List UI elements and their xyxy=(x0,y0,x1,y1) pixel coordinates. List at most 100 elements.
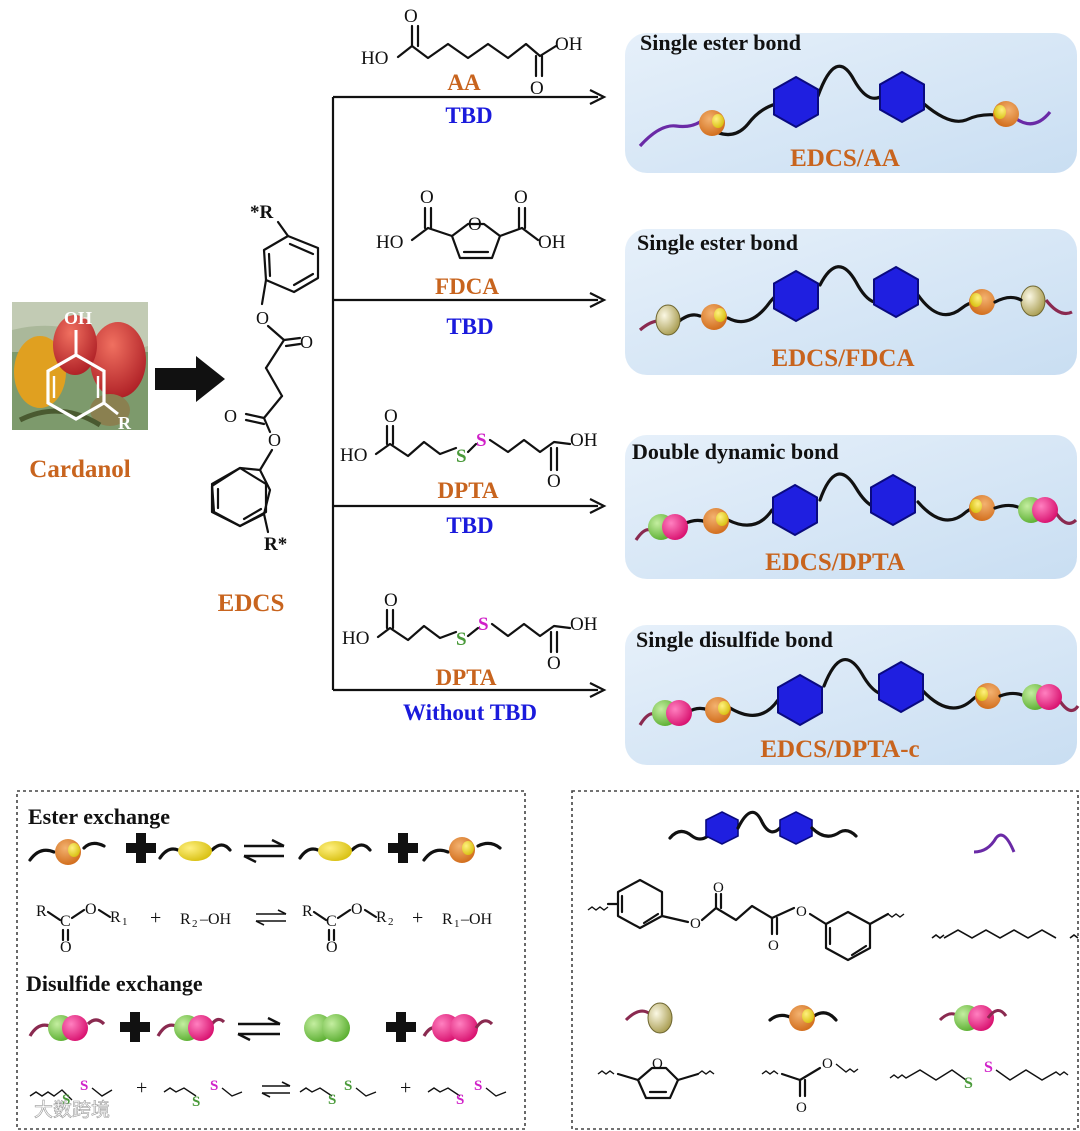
panel-edcs-aa: Single ester bond EDCS/AA xyxy=(625,30,1077,173)
disulfide-exchange-beads xyxy=(28,1012,494,1042)
ester-exchange-title: Ester exchange xyxy=(28,804,170,829)
eq-plus: + xyxy=(150,907,161,929)
key-alkyl-chain xyxy=(931,929,1079,939)
eq-s-magenta: S xyxy=(80,1078,88,1094)
dpta1-ho: HO xyxy=(340,445,367,466)
fdca-ho: HO xyxy=(376,232,403,253)
eq-sub1: 1 xyxy=(122,916,128,928)
edcs-o3: O xyxy=(224,406,237,426)
panel-edcs-dpta-c: Single disulfide bond EDCS/DPTA-c xyxy=(625,625,1080,765)
dpta2-ho: HO xyxy=(342,628,369,649)
eq-r: R xyxy=(302,903,313,920)
key-purple-chain xyxy=(973,833,1016,854)
panel-name: EDCS/DPTA xyxy=(765,549,905,576)
eq-sub2: 2 xyxy=(192,918,198,930)
aa-o-top: O xyxy=(404,6,418,27)
dpta-structure-2: HO O S S O OH xyxy=(342,590,598,674)
without-tbd-label: Without TBD xyxy=(403,700,537,725)
eq-s-green: S xyxy=(328,1092,336,1108)
eq-r1: R xyxy=(110,909,121,926)
fdca-o-left: O xyxy=(420,187,434,208)
eq-s-green: S xyxy=(62,1092,70,1108)
panel-title: Single ester bond xyxy=(640,30,801,55)
eq-s-green: S xyxy=(192,1094,200,1110)
key-s-magenta: S xyxy=(984,1059,993,1076)
edcs-o4: O xyxy=(268,430,281,450)
tbd-label-3: TBD xyxy=(446,513,493,538)
eq-c: C xyxy=(60,913,71,930)
dpta2-o-right: O xyxy=(547,653,561,674)
eq-r2: R xyxy=(180,911,191,928)
panel-title: Single ester bond xyxy=(637,230,798,255)
legend-exchange-box: Ester exchange R C O R xyxy=(16,790,526,1130)
panel-title: Double dynamic bond xyxy=(632,439,839,464)
cardanol-label: Cardanol xyxy=(29,456,130,483)
legend-key-box: O O O O xyxy=(571,790,1079,1130)
aa-o-bottom: O xyxy=(530,78,544,99)
key-furan-structure: O xyxy=(597,1056,715,1100)
edcs-o1: O xyxy=(256,308,269,328)
key-ester-structure: O O xyxy=(761,1056,859,1116)
eq-o2: O xyxy=(60,939,72,956)
key-ester-bead xyxy=(768,1005,838,1031)
key-o: O xyxy=(768,938,779,954)
eq-r1oh-sub: 1 xyxy=(454,918,460,930)
dpta1-oh: OH xyxy=(570,430,598,451)
panel-edcs-fdca: Single ester bond EDCS/FDCA xyxy=(625,229,1077,375)
eq-c: C xyxy=(326,913,337,930)
dpta1-s2: S xyxy=(476,430,487,451)
disulfide-reaction-equation: S S + S S S S + S S xyxy=(29,1077,507,1110)
key-edcs-chain xyxy=(668,810,858,845)
eq-plus: + xyxy=(400,1077,411,1099)
dpta-label-1: DPTA xyxy=(438,478,499,503)
tbd-label-1: TBD xyxy=(445,103,492,128)
tbd-label-2: TBD xyxy=(446,314,493,339)
panel-name: EDCS/DPTA-c xyxy=(760,736,919,763)
key-disulfide-structure: S S xyxy=(889,1059,1069,1092)
key-o: O xyxy=(796,1100,807,1116)
dpta1-o-left: O xyxy=(384,406,398,427)
eq-s-magenta: S xyxy=(210,1078,218,1094)
ester-exchange-beads xyxy=(28,833,502,865)
aa-oh: OH xyxy=(555,34,583,55)
eq-o: O xyxy=(85,901,97,918)
edcs-top-r: *R xyxy=(250,202,274,223)
fdca-label: FDCA xyxy=(435,274,499,299)
dpta2-oh: OH xyxy=(570,614,598,635)
edcs-o2: O xyxy=(300,332,313,352)
key-o: O xyxy=(822,1056,833,1072)
aa-structure: HO O O OH xyxy=(361,6,583,99)
fdca-o-right: O xyxy=(514,187,528,208)
eq-r2: R xyxy=(376,909,387,926)
key-edcs-structure: O O O O xyxy=(587,878,905,962)
dpta-label-2: DPTA xyxy=(436,665,497,690)
key-o: O xyxy=(652,1056,663,1072)
eq-plus: + xyxy=(136,1077,147,1099)
dpta2-o-left: O xyxy=(384,590,398,611)
watermark: 大数跨境 xyxy=(34,1099,110,1121)
dpta1-s1: S xyxy=(456,446,467,467)
key-disulfide-bead xyxy=(938,1005,1008,1031)
eq-r1oh-r: R xyxy=(442,911,453,928)
edcs-label: EDCS xyxy=(218,590,285,617)
key-o: O xyxy=(713,880,724,896)
eq-s-green: S xyxy=(344,1078,352,1094)
eq-r: R xyxy=(36,903,47,920)
eq-r1oh-oh: –OH xyxy=(460,911,493,928)
eq-o: O xyxy=(351,901,363,918)
eq-plus: + xyxy=(412,907,423,929)
aa-label: AA xyxy=(447,70,481,95)
eq-s-magenta: S xyxy=(474,1078,482,1094)
eq-s-magenta: S xyxy=(456,1092,464,1108)
dpta-structure-1: HO O S S O OH xyxy=(340,406,598,492)
panel-edcs-dpta: Double dynamic bond EDCS/DPTA xyxy=(625,435,1078,579)
fdca-oh: OH xyxy=(538,232,566,253)
panel-name: EDCS/FDCA xyxy=(771,345,914,372)
panel-name: EDCS/AA xyxy=(790,145,900,172)
eq-o2: O xyxy=(326,939,338,956)
eq-sub2: 2 xyxy=(388,916,394,928)
cardanol-oh-label: OH xyxy=(64,308,92,328)
key-o: O xyxy=(796,904,807,920)
ester-reaction-equation: R C O R 1 O + R 2 –OH R C O R 2 xyxy=(36,901,493,956)
